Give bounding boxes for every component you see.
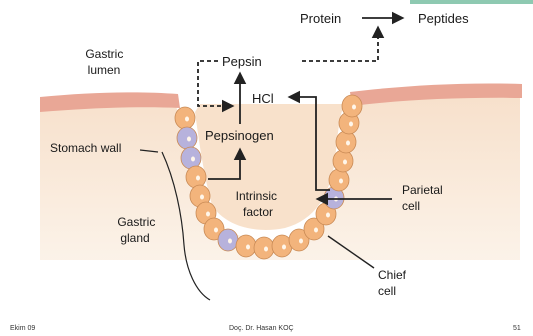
parietal-cell [177, 127, 197, 149]
cell-nucleus [352, 105, 356, 110]
parietal-cell [181, 147, 201, 169]
gastric-gland-line-2: gland [120, 231, 149, 245]
peptides-label: Peptides [418, 11, 469, 26]
parietal-cell [218, 229, 238, 251]
protein-label: Protein [300, 11, 341, 26]
chief-cell [333, 150, 353, 172]
chief-cell [175, 107, 195, 129]
pepsin-label: Pepsin [222, 54, 262, 69]
cell-nucleus [206, 212, 210, 217]
parietal-cell-line-2: cell [402, 199, 420, 213]
chief-cell-line-2: cell [378, 284, 396, 298]
accent-bar [410, 0, 533, 4]
cell-nucleus [187, 137, 191, 142]
cell-nucleus [185, 117, 189, 122]
cell-nucleus [246, 245, 250, 250]
gastric-lumen-line-1: Gastric [85, 47, 123, 61]
cell-nucleus [282, 245, 286, 250]
pepsin-to-peptides-dashed [302, 28, 378, 61]
cell-nucleus [349, 122, 353, 127]
cell-nucleus [196, 176, 200, 181]
hcl-label: HCl [252, 91, 274, 106]
chief-cell [336, 131, 356, 153]
chief-cell-label: Chief cell [378, 268, 409, 298]
gastric-lumen-label: Gastric lumen [85, 47, 126, 77]
chief-cell [329, 169, 349, 191]
footer-author: Doç. Dr. Hasan KOÇ [229, 325, 294, 332]
cell-nucleus [200, 195, 204, 200]
pepsinogen-label: Pepsinogen [205, 128, 274, 143]
stomach-wall-label: Stomach wall [50, 141, 121, 155]
cell-nucleus [264, 247, 268, 252]
cell-nucleus [228, 239, 232, 244]
cell-nucleus [346, 141, 350, 146]
intrinsic-factor-line-2: factor [243, 205, 273, 219]
chief-cell [186, 166, 206, 188]
gastric-gland-line-1: Gastric [117, 215, 155, 229]
cell-nucleus [214, 228, 218, 233]
cell-nucleus [343, 160, 347, 165]
cell-nucleus [326, 213, 330, 218]
parietal-cell-line-1: Parietal [402, 183, 443, 197]
footer-page: 51 [513, 325, 521, 332]
cell-nucleus [191, 157, 195, 162]
chief-cell [236, 235, 256, 257]
footer-date: Ekim 09 [10, 325, 35, 332]
cell-nucleus [299, 239, 303, 244]
chief-cell [342, 95, 362, 117]
cell-nucleus [314, 228, 318, 233]
intrinsic-factor-line-1: Intrinsic [236, 189, 277, 203]
gastric-lumen-line-2: lumen [88, 63, 121, 77]
chief-cell [254, 237, 274, 259]
chief-cell-line-1: Chief [378, 268, 407, 282]
cell-nucleus [339, 179, 343, 184]
